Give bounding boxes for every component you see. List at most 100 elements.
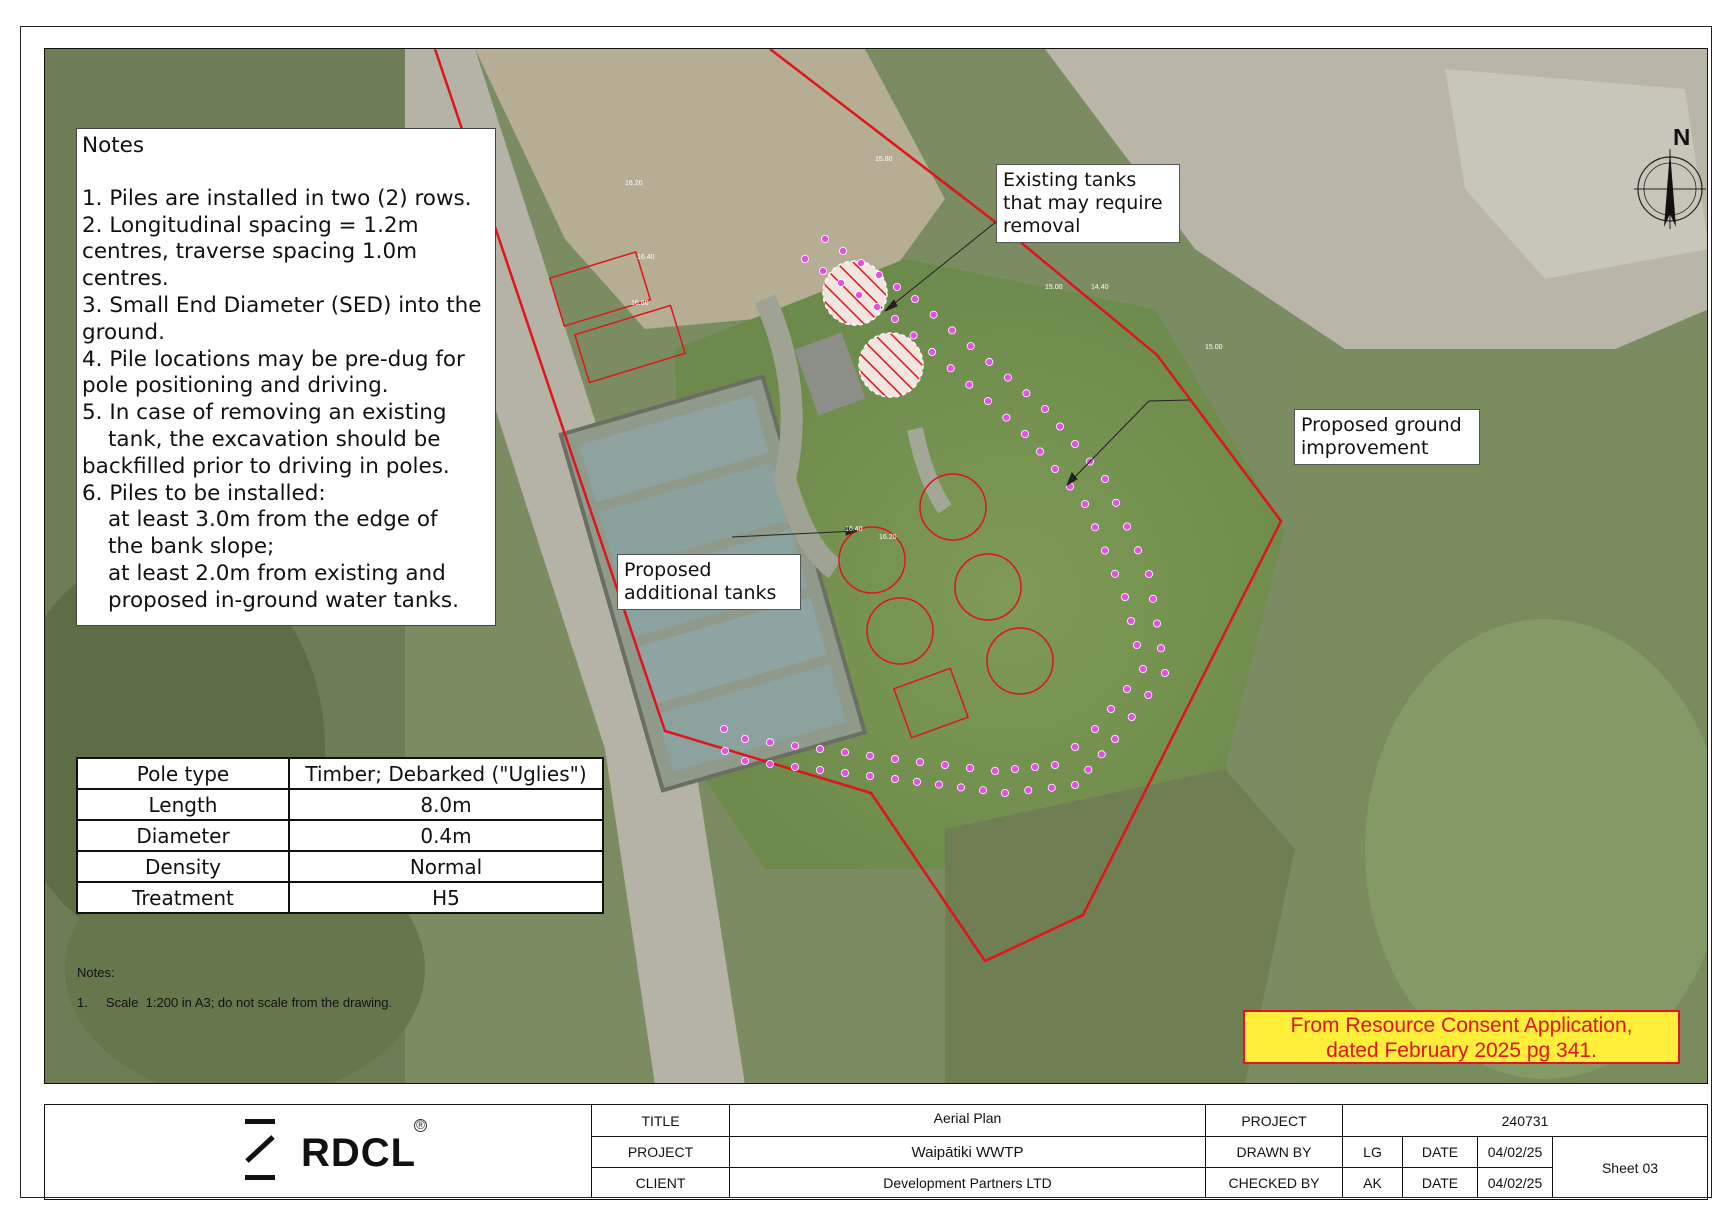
pile-dot bbox=[1091, 725, 1100, 734]
gravel-area bbox=[475, 49, 945, 329]
pile-dot bbox=[891, 775, 900, 784]
pile-dot bbox=[1036, 447, 1045, 456]
north-label: N bbox=[1673, 129, 1690, 151]
callout-line: improvement bbox=[1301, 437, 1429, 459]
note-line: 4. Pile locations may be pre-dug for bbox=[82, 346, 465, 372]
client-label: CLIENT bbox=[591, 1167, 729, 1198]
table-cell: Diameter bbox=[76, 819, 290, 852]
company-logo: RDCL ® bbox=[45, 1105, 591, 1198]
title-value: Aerial Plan bbox=[729, 1105, 1205, 1136]
pile-dot bbox=[1002, 413, 1011, 422]
pile-dot bbox=[1134, 546, 1143, 555]
project-number-value: 240731 bbox=[1342, 1105, 1707, 1136]
pile-dot bbox=[741, 757, 750, 766]
pile-dot bbox=[1051, 761, 1060, 770]
pile-dot bbox=[801, 254, 810, 263]
svg-text:16.40: 16.40 bbox=[637, 254, 655, 261]
lower-vegetation bbox=[945, 769, 1295, 1083]
contour-labels: 16.20 16.40 16.60 15.80 15.00 14.40 15.0… bbox=[625, 156, 1223, 541]
date-drawn-value: 04/02/25 bbox=[1477, 1136, 1552, 1167]
pile-dot bbox=[866, 772, 875, 781]
note-line: the bank slope; bbox=[108, 534, 275, 560]
pile-dot bbox=[1047, 783, 1056, 792]
proposed-tank bbox=[986, 627, 1054, 695]
title-label: TITLE bbox=[591, 1105, 729, 1136]
table-row: Diameter 0.4m bbox=[76, 819, 604, 852]
note-line: 2. Longitudinal spacing = 1.2m bbox=[82, 212, 419, 238]
pile-dot bbox=[1003, 373, 1012, 382]
pile-dot bbox=[1101, 546, 1110, 555]
pile-dot bbox=[935, 780, 944, 789]
site-boundary bbox=[433, 49, 1283, 963]
date-checked-value: 04/02/25 bbox=[1477, 1167, 1552, 1198]
project-label: PROJECT bbox=[591, 1136, 729, 1167]
footpath bbox=[907, 427, 952, 514]
pile-dot bbox=[929, 310, 938, 319]
pile-dot bbox=[928, 347, 937, 356]
pile-dot bbox=[816, 745, 825, 754]
pile-dot bbox=[1084, 765, 1093, 774]
note-line: 3. Small End Diameter (SED) into the bbox=[82, 292, 482, 318]
proposed-tank-rect bbox=[892, 667, 970, 739]
pile-dot bbox=[1056, 422, 1065, 431]
pile-dot bbox=[1071, 781, 1080, 790]
rock-outcrop bbox=[1445, 69, 1707, 279]
pile-dot bbox=[1157, 644, 1166, 653]
svg-text:16.60: 16.60 bbox=[631, 300, 649, 307]
pile-dot bbox=[985, 357, 994, 366]
note-line: ground. bbox=[82, 319, 165, 345]
pile-dot bbox=[819, 266, 828, 275]
pile-dot bbox=[941, 761, 950, 770]
svg-text:15.00: 15.00 bbox=[1205, 344, 1223, 351]
note-line: 5. In case of removing an existing bbox=[82, 400, 447, 426]
pile-dot bbox=[909, 331, 918, 340]
proposed-tank bbox=[919, 473, 987, 541]
table-row: Density Normal bbox=[76, 850, 604, 883]
logo-text: RDCL bbox=[301, 1131, 417, 1175]
pile-dot bbox=[1153, 619, 1162, 628]
pile-dot bbox=[1123, 685, 1132, 694]
proposed-area-outline bbox=[573, 304, 687, 384]
checked-by-value: AK bbox=[1342, 1167, 1402, 1198]
table-row: Length 8.0m bbox=[76, 788, 604, 821]
note-line: at least 3.0m from the edge of bbox=[108, 507, 438, 533]
pile-dot bbox=[839, 246, 848, 255]
note-line: backfilled prior to driving in poles. bbox=[82, 453, 450, 479]
pile-dot bbox=[855, 290, 864, 299]
footpath bbox=[754, 294, 842, 579]
pile-dot bbox=[1111, 735, 1120, 744]
checked-by-label: CHECKED BY bbox=[1205, 1167, 1342, 1198]
pile-dot bbox=[1112, 498, 1121, 507]
pile-dot bbox=[946, 364, 955, 373]
note-line: 6. Piles to be installed: bbox=[82, 480, 326, 506]
svg-text:16.40: 16.40 bbox=[845, 526, 863, 533]
pile-dot bbox=[1022, 389, 1031, 398]
pile-dot bbox=[841, 748, 850, 757]
pile-dot bbox=[913, 777, 922, 786]
pile-dot bbox=[837, 278, 846, 287]
pile-dot bbox=[841, 769, 850, 778]
callout-line: Existing tanks bbox=[1003, 169, 1137, 191]
pile-dot bbox=[979, 786, 988, 795]
callout-ground-improvement: Proposed ground improvement bbox=[1294, 409, 1480, 465]
table-cell: H5 bbox=[288, 881, 604, 914]
pile-dot bbox=[966, 342, 975, 351]
pile-dot bbox=[741, 735, 750, 744]
svg-text:15.80: 15.80 bbox=[875, 156, 893, 163]
drawn-by-label: DRAWN BY bbox=[1205, 1136, 1342, 1167]
table-cell: Density bbox=[76, 850, 290, 883]
pile-dot bbox=[983, 397, 992, 406]
pile-dot bbox=[766, 760, 775, 769]
title-block: RDCL ® TITLE Aerial Plan PROJECT 240731 … bbox=[44, 1104, 1708, 1200]
pile-dot bbox=[875, 270, 884, 279]
pile-dot bbox=[1127, 713, 1136, 722]
pile-dot bbox=[1123, 522, 1132, 531]
pile-locations bbox=[720, 234, 1170, 798]
note-line: centres, traverse spacing 1.0m bbox=[82, 239, 418, 265]
pole-spec-table: Pole type Timber; Debarked ("Uglies") Le… bbox=[76, 757, 604, 914]
pile-dot bbox=[1091, 523, 1100, 532]
scale-notes-title: Notes: bbox=[77, 965, 115, 980]
existing-tank bbox=[858, 332, 924, 398]
scale-notes: Notes: 1. Scale 1:200 in A3; do not scal… bbox=[77, 958, 392, 1018]
pile-dot bbox=[721, 747, 730, 756]
